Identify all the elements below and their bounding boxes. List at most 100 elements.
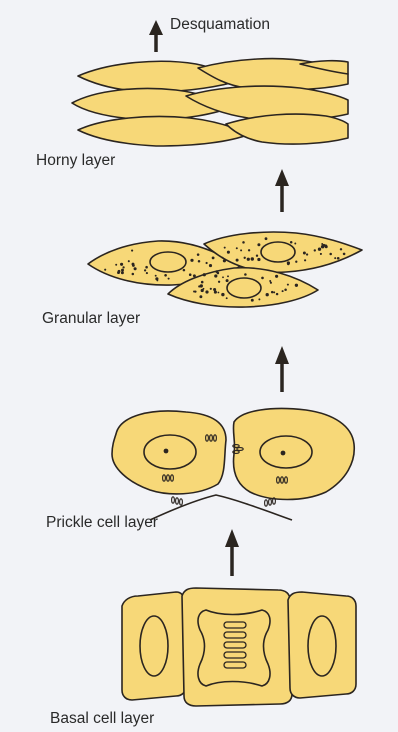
granule: [194, 290, 196, 292]
granule: [205, 290, 208, 293]
granule: [287, 261, 290, 264]
granule: [282, 290, 284, 292]
desquamation-label: Desquamation: [170, 16, 270, 34]
up-arrow-icon: [149, 20, 163, 52]
granule: [244, 273, 247, 276]
granule: [197, 253, 200, 256]
granule: [273, 291, 275, 293]
granule: [256, 254, 258, 256]
basal-cell-layer-label: Basal cell layer: [50, 710, 154, 728]
granule: [199, 295, 202, 298]
granule: [128, 260, 130, 262]
granule: [164, 274, 167, 277]
horny-cell: [78, 117, 250, 147]
granule: [248, 249, 250, 251]
granule: [145, 266, 148, 269]
granule: [115, 264, 117, 266]
granular-layer-cells: [88, 232, 362, 307]
granule: [329, 253, 332, 256]
granule: [209, 264, 212, 267]
granule: [218, 292, 220, 294]
prickle-layer-cells: [112, 409, 354, 521]
granule: [251, 257, 254, 260]
granule: [271, 291, 274, 294]
granule: [337, 257, 340, 260]
granule: [104, 269, 106, 271]
granule: [224, 247, 226, 249]
granule: [247, 258, 250, 261]
up-arrow-icon: [275, 169, 289, 212]
granule: [334, 257, 336, 259]
granule: [287, 284, 289, 286]
granule: [343, 253, 346, 256]
granule: [275, 275, 278, 278]
granular-layer-label: Granular layer: [42, 310, 140, 328]
granule: [190, 259, 193, 262]
granule: [206, 262, 208, 264]
granule: [236, 259, 239, 262]
granule: [201, 289, 204, 292]
granule: [200, 284, 203, 287]
granule: [294, 243, 296, 245]
granule: [242, 241, 245, 244]
granule: [314, 249, 316, 251]
granule: [222, 276, 224, 278]
granule: [284, 289, 287, 292]
granule: [257, 258, 260, 261]
granule: [210, 288, 212, 290]
granule: [121, 271, 124, 274]
granule: [322, 245, 324, 247]
granule: [321, 243, 323, 245]
granule: [118, 270, 121, 273]
granule: [320, 253, 322, 255]
granule: [227, 275, 229, 277]
granule: [198, 260, 201, 263]
horny-layer-label: Horny layer: [36, 152, 115, 170]
granule: [156, 280, 158, 282]
granule: [155, 275, 157, 277]
granule: [257, 243, 260, 246]
granule: [236, 247, 238, 249]
granule: [218, 281, 220, 283]
prickle-cell: [112, 411, 226, 494]
granule: [226, 297, 228, 299]
granule: [290, 241, 293, 244]
basal-cell: [288, 592, 356, 698]
granule: [340, 248, 342, 250]
granule: [318, 248, 321, 251]
granule: [306, 253, 308, 255]
granule: [214, 291, 217, 294]
granule: [244, 257, 246, 259]
horny-cell: [226, 114, 348, 144]
granule: [223, 259, 226, 262]
granule: [222, 257, 224, 259]
basal-cell: [182, 588, 292, 706]
granule: [134, 267, 137, 270]
granule: [121, 269, 124, 272]
granule: [132, 273, 135, 276]
granule: [122, 266, 124, 268]
granule: [213, 288, 216, 291]
granule: [168, 278, 170, 280]
granule: [131, 250, 133, 252]
granule: [295, 284, 298, 287]
granule: [217, 272, 220, 275]
granule: [212, 256, 215, 259]
granule: [325, 245, 328, 248]
granule: [270, 282, 272, 284]
prickle-cell: [233, 409, 354, 500]
granule: [183, 269, 186, 272]
granule: [132, 264, 135, 267]
basal-cell: [122, 592, 186, 700]
granule: [251, 299, 254, 302]
granule: [265, 237, 268, 240]
granule: [261, 277, 264, 280]
up-arrow-icon: [225, 529, 239, 576]
granule: [214, 274, 217, 277]
granule: [201, 281, 204, 284]
granule: [266, 293, 269, 296]
granule: [303, 252, 306, 255]
granule: [144, 269, 146, 271]
